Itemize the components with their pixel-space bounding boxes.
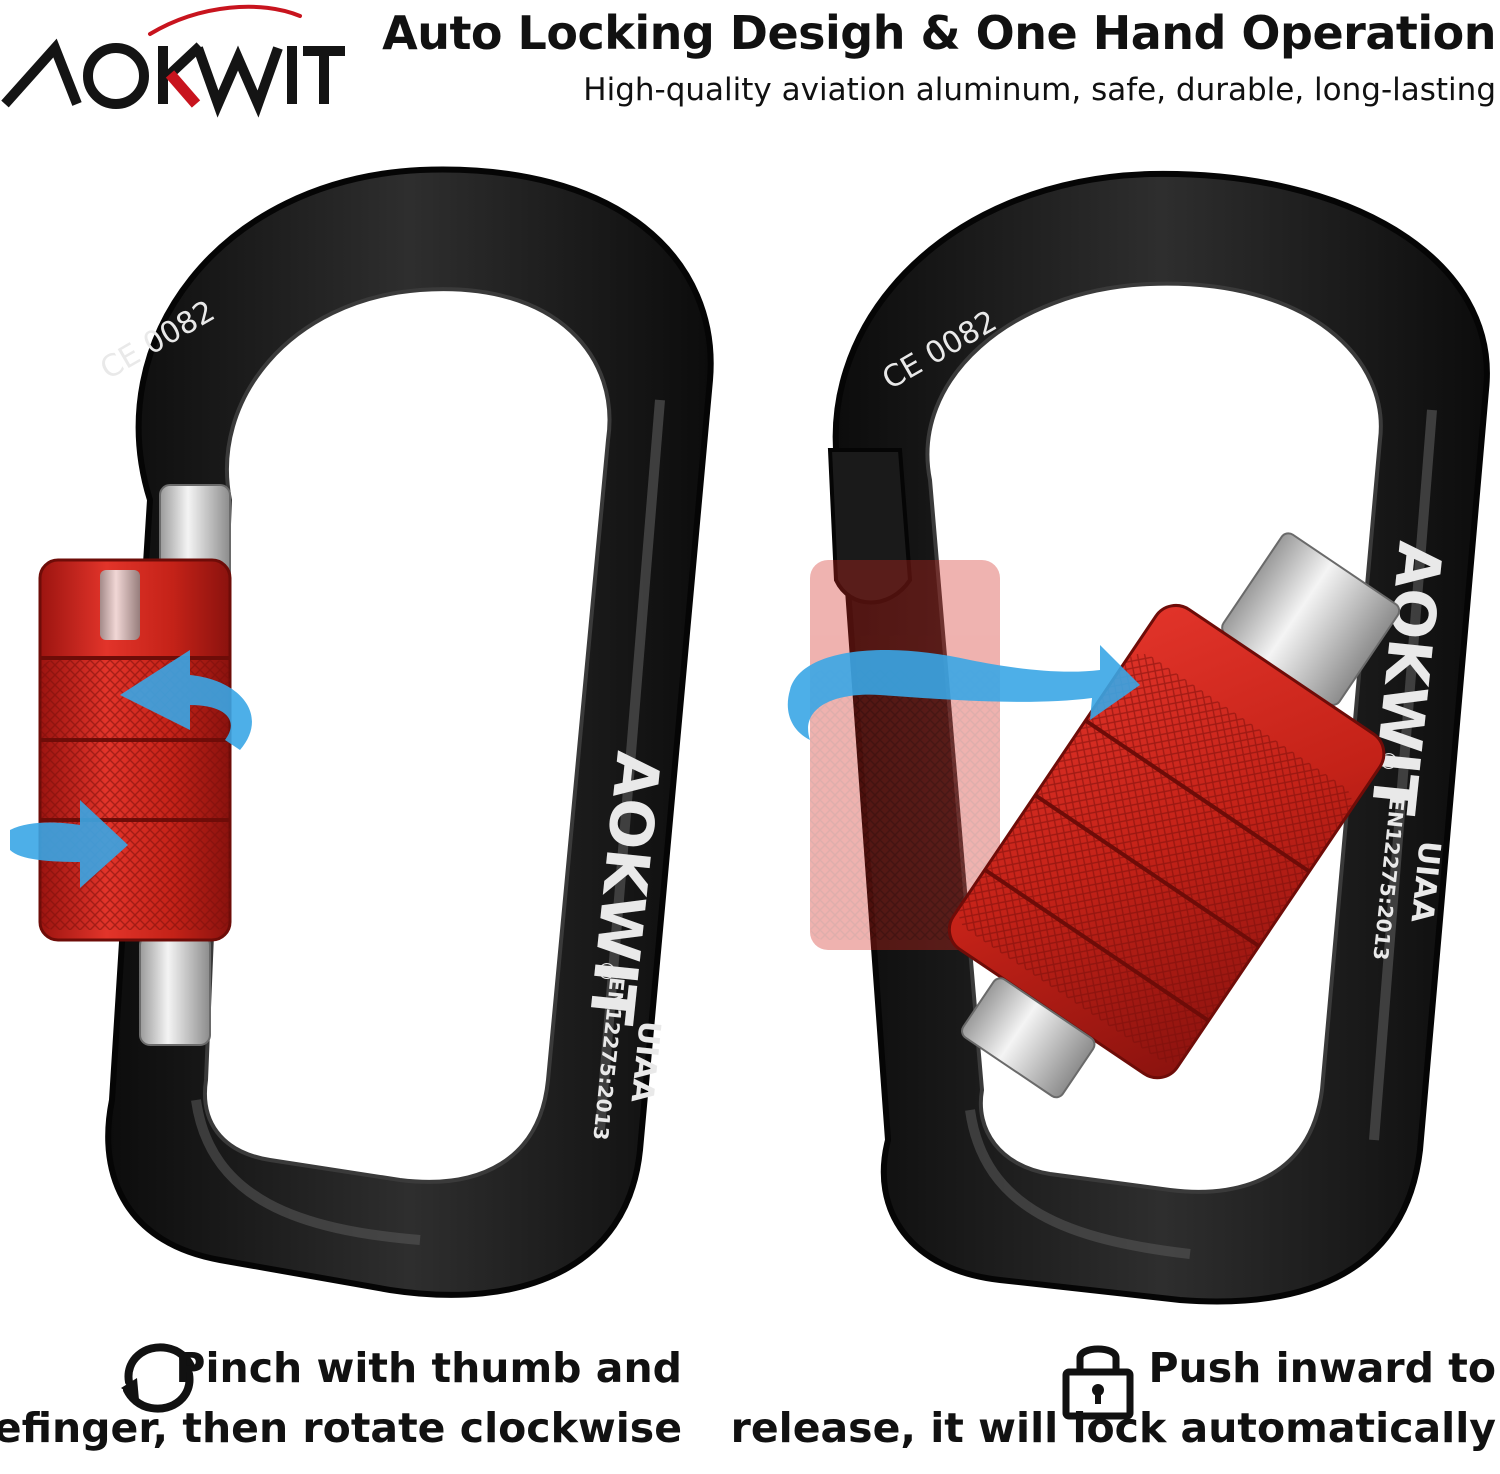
caption-rotate: Pinch with thumb and forefinger, then ro…	[0, 1330, 700, 1474]
rotate-arrow	[787, 645, 1140, 740]
gate-sleeve	[38, 558, 232, 942]
lock-icon	[1062, 1345, 1134, 1420]
rotate-icon	[121, 1343, 197, 1413]
rotate-arrow-upper	[120, 650, 252, 750]
gate-sleeve	[947, 532, 1401, 1099]
caption-line-2: release, it will lock automatically	[730, 1404, 1496, 1452]
page-title: Auto Locking Desigh & One Hand Operation	[382, 6, 1496, 60]
carabiner-open: AOKWIT ® UIAA EN12275:2013 CE 0082	[787, 170, 1490, 1305]
spine-standard-uiaa: UIAA	[623, 1019, 666, 1105]
carabiner-locked: AOKWIT ® UIAA EN12275:2013 CE 0082	[10, 166, 714, 1298]
page-subtitle: High-quality aviation aluminum, safe, du…	[583, 72, 1496, 108]
caption-line-1: Push inward to	[1148, 1344, 1497, 1392]
caption-line-1: Pinch with thumb and	[175, 1344, 682, 1392]
rotate-arrow-lower	[10, 800, 128, 888]
caption-lock: Push inward to release, it will lock aut…	[731, 1330, 1500, 1474]
caption-line-2: forefinger, then rotate clockwise	[0, 1404, 682, 1452]
caption-text: Pinch with thumb and forefinger, then ro…	[0, 1338, 682, 1458]
spine-registered: ®	[592, 959, 619, 983]
brand-logo	[1, 4, 345, 118]
spine-standard-uiaa: UIAA	[1403, 839, 1446, 925]
caption-text: Push inward to release, it will lock aut…	[731, 1338, 1496, 1458]
